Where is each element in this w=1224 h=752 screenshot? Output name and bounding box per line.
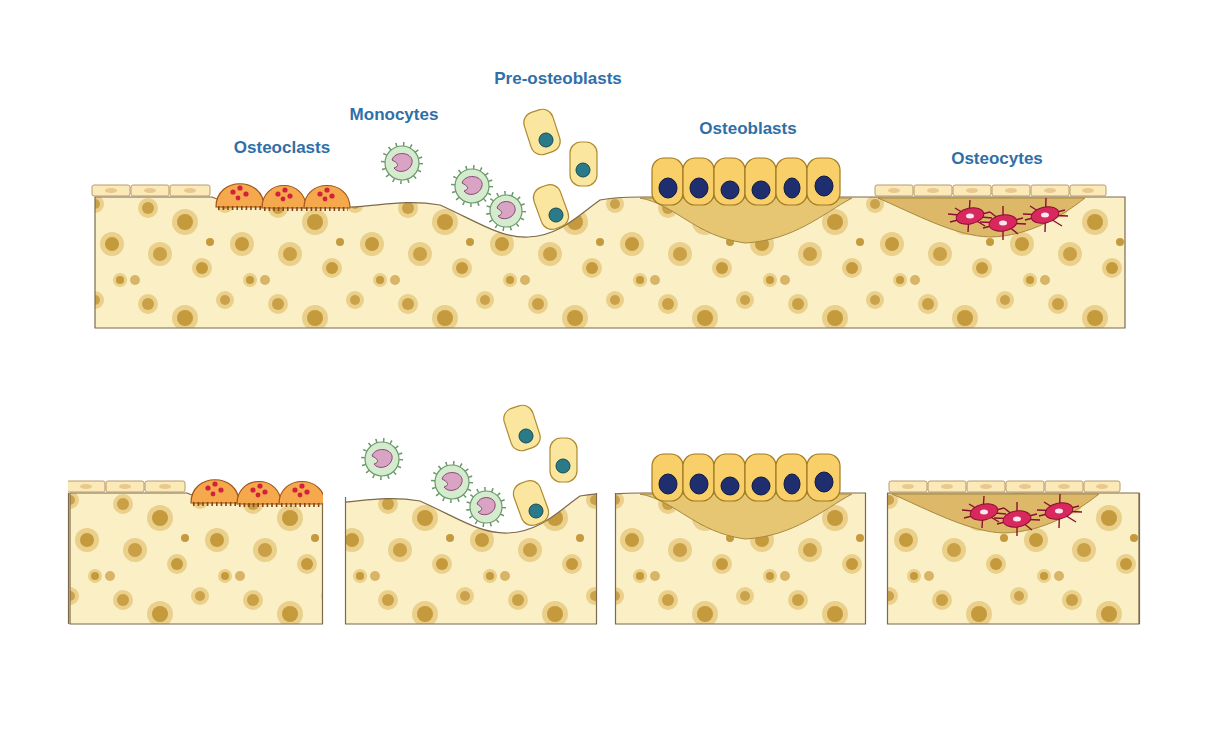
cell-label: Monocytes: [350, 105, 439, 125]
cell-label: Pre-osteoblasts: [494, 69, 622, 89]
mineralization-panel: [887, 402, 1139, 624]
cell-label: Osteoclasts: [234, 138, 330, 158]
resorption-panel: [68, 402, 323, 624]
formation-panel: [615, 402, 866, 624]
reversal-panel: [345, 402, 597, 624]
cell-label: Osteocytes: [951, 149, 1043, 169]
bone-strip: [92, 106, 1125, 328]
panel-edges: [69, 493, 1140, 624]
cell-label: Osteoblasts: [699, 119, 796, 139]
